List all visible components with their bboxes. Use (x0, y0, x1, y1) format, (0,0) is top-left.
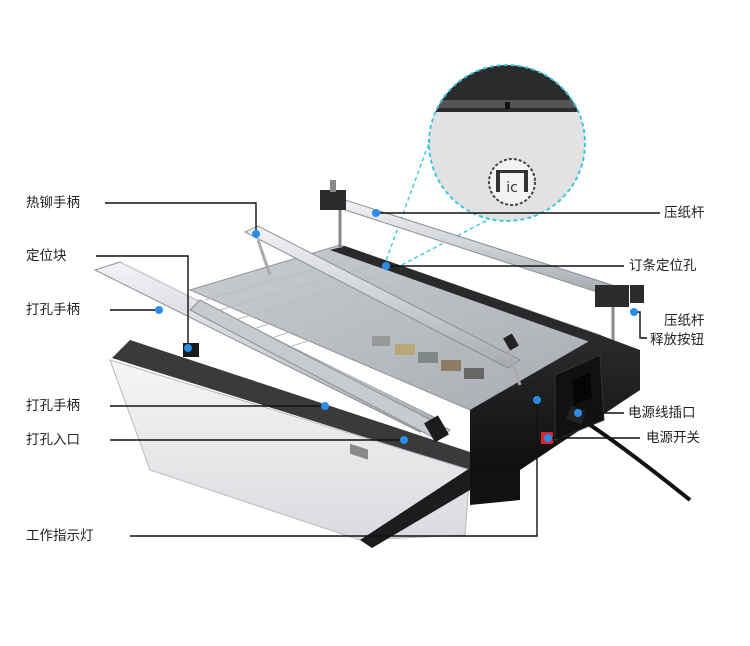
positioning-hole-inset: ic (428, 64, 586, 222)
callout-dots (155, 209, 638, 444)
front-tray (109, 340, 471, 548)
label-press-bar-release-2: 释放按钮 (650, 332, 704, 348)
heat-rivet-handle (243, 225, 522, 386)
press-bar (320, 180, 644, 340)
rivet-symbol-icon: ic (488, 158, 536, 206)
label-press-bar: 压纸杆 (664, 205, 705, 221)
machine-body (470, 335, 640, 505)
leader-lines (96, 202, 660, 537)
label-press-bar-release-1: 压纸杆 (664, 313, 705, 329)
label-work-indicator: 工作指示灯 (26, 528, 94, 544)
label-heat-rivet-handle: 热铆手柄 (26, 195, 80, 211)
power-cable (573, 413, 692, 502)
machine-bed (188, 244, 605, 411)
label-power-switch: 电源开关 (646, 430, 700, 446)
thumbnail-strip (350, 336, 484, 460)
label-positioning-block: 定位块 (26, 248, 67, 264)
label-punch-handle-top: 打孔手柄 (26, 302, 80, 318)
label-power-socket: 电源线插口 (628, 405, 696, 421)
label-punch-handle-bottom: 打孔手柄 (26, 398, 80, 414)
svg-text:ic: ic (506, 180, 518, 196)
label-binding-hole: 订条定位孔 (629, 258, 697, 274)
punch-handle (93, 261, 451, 443)
label-punch-entry: 打孔入口 (26, 432, 80, 448)
inset-connector (383, 117, 580, 269)
